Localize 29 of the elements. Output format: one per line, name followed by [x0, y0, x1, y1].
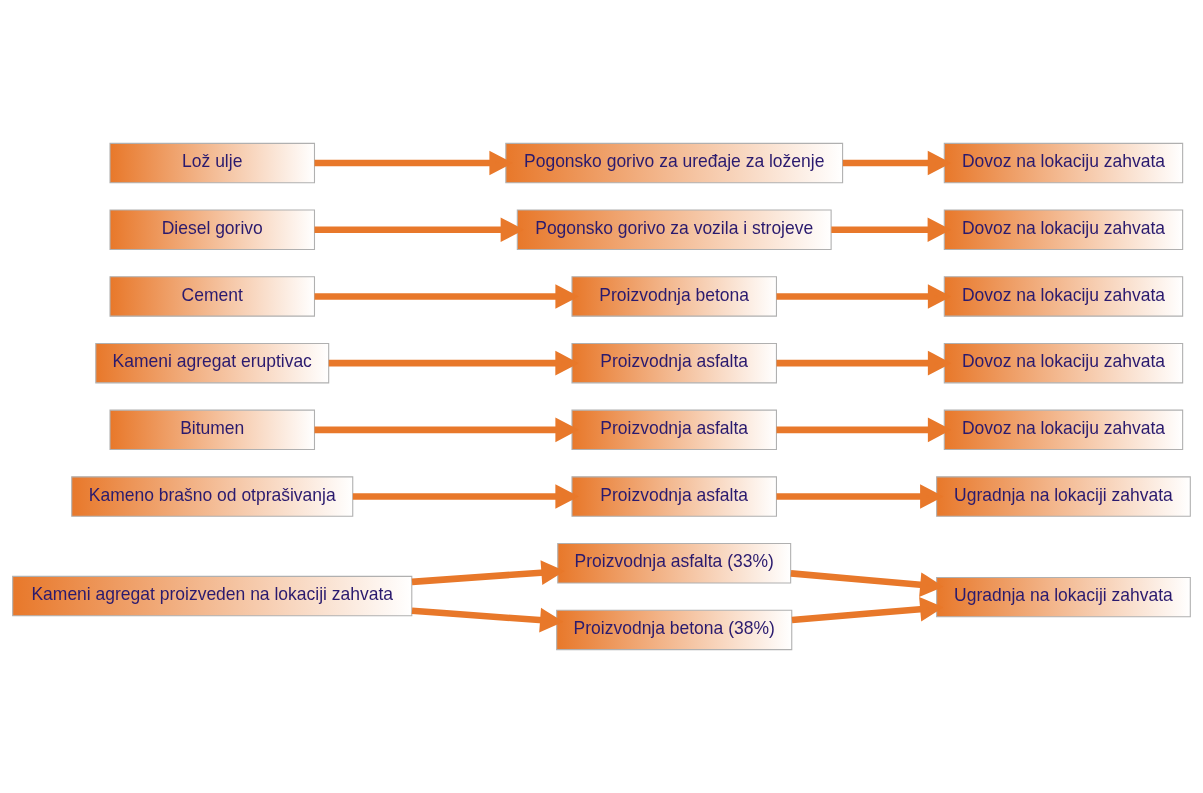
- node-box: Kameni agregat proizveden na lokaciji zahvata: [12, 575, 413, 617]
- arrow: [790, 570, 944, 597]
- arrow: [831, 217, 952, 243]
- node-box: Proizvodnja asfalta: [571, 342, 777, 384]
- node-box: Dovoz na lokaciju zahvata: [943, 142, 1184, 184]
- node-box: Proizvodnja asfalta: [571, 476, 777, 517]
- arrow: [352, 484, 579, 509]
- node-box: Proizvodnja asfalta: [571, 409, 777, 451]
- node-box: Lož ulje: [109, 142, 316, 184]
- node-box: Cement: [109, 276, 316, 317]
- node-box: Proizvodnja asfalta (33%): [557, 543, 792, 584]
- node-box: Proizvodnja betona (38%): [556, 609, 793, 651]
- node-box: Ugradnja na lokaciji zahvata: [936, 576, 1191, 618]
- node-box: Dovoz na lokaciju zahvata: [943, 276, 1184, 317]
- arrow: [314, 417, 579, 443]
- arrow: [411, 607, 564, 633]
- node-box: Dovoz na lokaciju zahvata: [943, 209, 1184, 250]
- node-box: Dovoz na lokaciju zahvata: [943, 342, 1184, 384]
- node-box: Ugradnja na lokaciji zahvata: [936, 476, 1191, 517]
- node-box: Pogonsko gorivo za vozila i strojeve: [516, 209, 832, 250]
- node-box: Pogonsko gorivo za uređaje za loženje: [505, 142, 844, 184]
- node-box: Kameni agregat eruptivac: [95, 342, 330, 384]
- node-box: Bitumen: [109, 409, 316, 451]
- arrow: [314, 284, 579, 309]
- node-box: Proizvodnja betona: [571, 276, 777, 317]
- node-box: Dovoz na lokaciju zahvata: [943, 409, 1184, 451]
- arrow: [328, 350, 579, 376]
- node-box: Diesel gorivo: [109, 209, 316, 250]
- node-box: Kameno brašno od otprašivanja: [71, 476, 354, 517]
